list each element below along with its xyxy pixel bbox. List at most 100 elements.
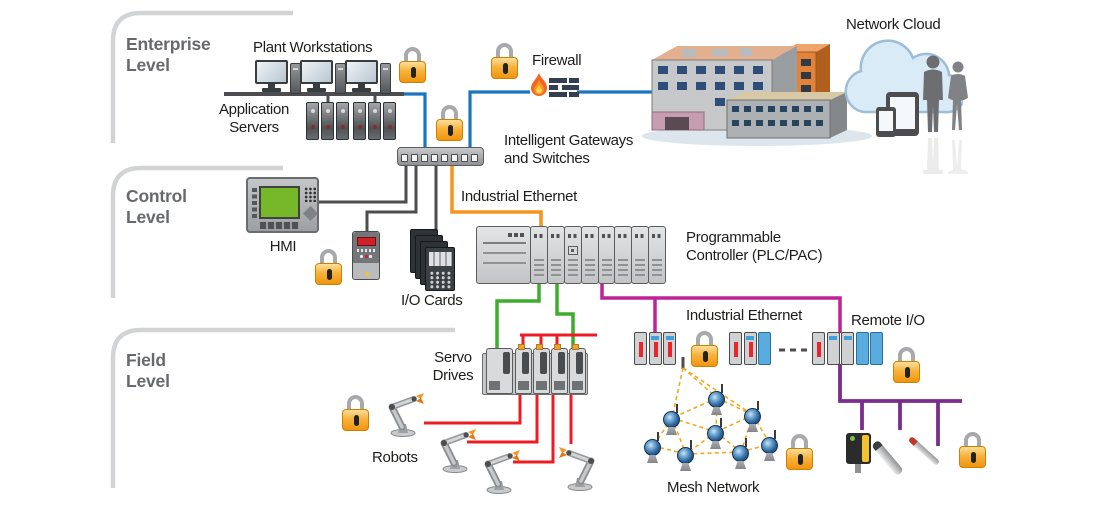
drive-unit-icon — [352, 231, 380, 280]
mesh-node-icon — [662, 404, 684, 435]
server-rack-icon — [306, 102, 350, 140]
plc-module — [631, 226, 650, 284]
servo-module — [533, 348, 550, 394]
remote-io-group — [729, 332, 771, 365]
level-bracket-control — [110, 165, 283, 298]
switch-port — [421, 154, 428, 162]
switch-port — [401, 154, 408, 162]
io-module — [812, 332, 825, 365]
robot-icon — [388, 393, 424, 437]
switch-port — [461, 154, 468, 162]
servo-to-robot1-line — [424, 394, 522, 425]
padlock-icon — [691, 331, 718, 368]
level-bracket-field — [110, 327, 455, 488]
plc-to-servo-line-2 — [555, 283, 575, 351]
mesh-node-icon — [760, 430, 782, 461]
padlock-icon — [436, 105, 463, 142]
label-io-cards: I/O Cards — [401, 292, 463, 309]
monitor-icon — [345, 60, 378, 84]
mesh-links — [652, 367, 771, 455]
hmi-keypad — [304, 187, 317, 202]
io-module — [841, 332, 854, 365]
switch-port — [441, 154, 448, 162]
servo-module — [486, 348, 513, 394]
padlock-icon — [342, 395, 369, 432]
padlock-icon — [491, 43, 518, 80]
label-servo-drives: Servo Drives — [432, 349, 474, 384]
robot-icon — [440, 429, 476, 473]
label-gateways: Intelligent Gateways and Switches — [504, 132, 634, 167]
network-switch-icon — [397, 147, 484, 166]
workstation-icon — [345, 60, 391, 96]
hmi-screen — [259, 186, 300, 219]
control-level-label: Control Level — [126, 186, 187, 228]
plc-rack-icon — [476, 226, 674, 284]
switch-to-firewall-line — [468, 90, 530, 158]
padlock-icon — [959, 432, 986, 469]
robot-icon — [559, 447, 595, 491]
plc-module — [546, 226, 565, 284]
padlock-icon — [893, 347, 920, 384]
mesh-node-icon — [676, 440, 698, 471]
switch-to-hmi-line — [319, 163, 408, 204]
io-module — [758, 332, 771, 365]
padlock-icon — [786, 434, 813, 471]
field-level-label: Field Level — [126, 350, 170, 392]
switch-port — [431, 154, 438, 162]
label-mesh-network: Mesh Network — [667, 479, 760, 496]
switch-port — [411, 154, 418, 162]
io-module — [729, 332, 742, 365]
label-industrial-ethernet-control: Industrial Ethernet — [461, 188, 578, 205]
hmi-function-keys — [260, 222, 299, 229]
label-hmi: HMI — [269, 238, 297, 255]
industrial-ethernet-orange-line — [450, 163, 543, 228]
server-stub-lines — [326, 94, 377, 103]
label-plant-workstations: Plant Workstations — [253, 39, 373, 56]
servo-to-robot2-line — [467, 394, 539, 444]
io-module — [870, 332, 883, 365]
padlock-icon — [315, 249, 342, 286]
plc-module — [597, 226, 616, 284]
plc-cpu-module — [476, 226, 531, 284]
io-module — [743, 332, 757, 365]
label-industrial-ethernet-field: Industrial Ethernet — [686, 307, 803, 324]
mesh-node-icon — [643, 432, 665, 463]
level-bracket-enterprise — [110, 10, 293, 143]
plc-module — [563, 226, 582, 284]
enterprise-level-label: Enterprise Level — [126, 34, 211, 76]
plc-module — [614, 226, 633, 284]
switch-port — [471, 154, 478, 162]
plc-to-remoteio-line — [600, 283, 842, 333]
switch-to-drive-line — [365, 163, 418, 231]
io-module — [855, 332, 869, 365]
label-firewall: Firewall — [532, 52, 582, 69]
phone-icon — [876, 107, 896, 137]
workstation-icon — [255, 60, 301, 96]
monitor-icon — [255, 60, 288, 84]
label-application-servers: Application Servers — [218, 101, 290, 136]
label-network-cloud: Network Cloud — [846, 16, 941, 33]
io-module — [663, 332, 676, 365]
servo-module — [551, 348, 568, 394]
hmi-icon — [246, 177, 319, 233]
workstation-icon — [300, 60, 346, 96]
plc-to-servo-line-1 — [495, 283, 541, 351]
robot-icon — [484, 450, 520, 494]
tower-icon — [380, 63, 391, 94]
drive-display — [357, 237, 376, 246]
io-module — [648, 332, 662, 365]
mesh-node-icon — [707, 384, 729, 415]
mesh-node-icon — [731, 438, 753, 469]
firewall-wall-icon — [549, 78, 579, 99]
firewall-flame-icon — [531, 73, 547, 96]
photo-eye-sensor-icon — [846, 433, 876, 475]
monitor-icon — [300, 60, 333, 84]
switch-port — [451, 154, 458, 162]
remote-io-group — [634, 332, 676, 365]
hmi-arrow-pad — [303, 206, 318, 221]
io-module — [634, 332, 647, 365]
lan-to-switch-line — [404, 92, 427, 158]
building-icon — [642, 44, 872, 146]
io-module — [826, 332, 840, 365]
